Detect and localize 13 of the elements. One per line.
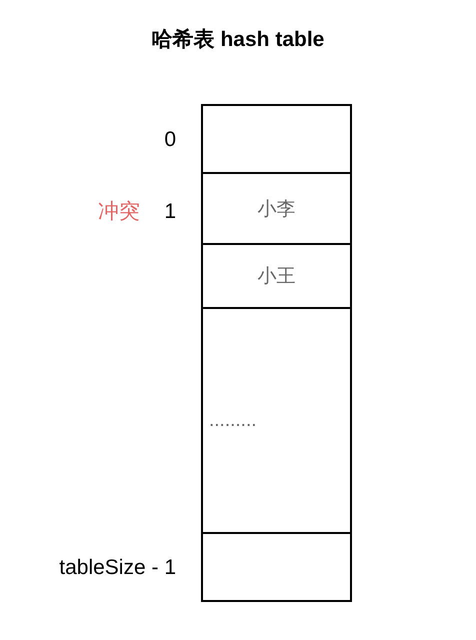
collision-label: 冲突 [98,201,140,222]
table-cell [201,243,352,309]
index-label: 1 [164,201,176,222]
table-cell [201,307,352,534]
cell-text: ......... [209,410,257,432]
title: 哈希表 hash table [150,29,326,50]
index-label: 0 [164,129,176,150]
cell-text: 小王 [258,265,296,289]
empty-cell [201,532,352,602]
table-cell [201,172,352,245]
index-label: tableSize - 1 [59,557,176,578]
cell-text: 小李 [258,198,296,222]
empty-cell [201,104,352,174]
